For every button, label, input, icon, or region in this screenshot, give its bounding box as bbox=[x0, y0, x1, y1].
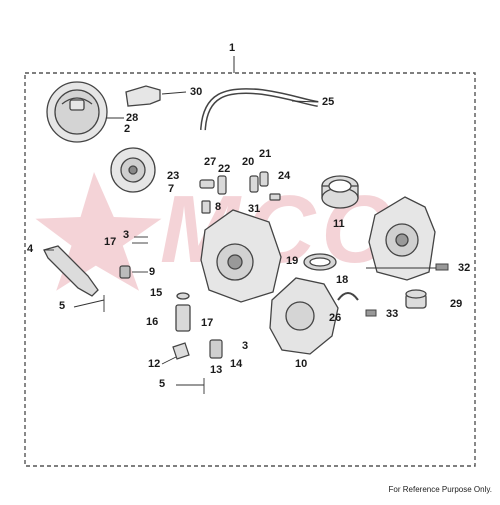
callout-c17a: 17 bbox=[104, 236, 117, 248]
callout-c13: 13 bbox=[210, 364, 223, 376]
part-28-cover bbox=[46, 81, 108, 143]
part-11-ring bbox=[321, 175, 359, 209]
callout-c9: 9 bbox=[149, 266, 156, 278]
callout-c5a: 5 bbox=[59, 300, 66, 312]
part-2-cap bbox=[110, 147, 156, 193]
callout-c32: 32 bbox=[458, 262, 471, 274]
part-13-valve bbox=[209, 339, 223, 359]
callout-c4: 4 bbox=[27, 243, 34, 255]
part-19-oring bbox=[303, 253, 337, 271]
callout-c3a: 3 bbox=[123, 229, 130, 241]
callout-c28: 28 bbox=[126, 112, 139, 124]
callout-c25: 25 bbox=[322, 96, 335, 108]
part-9-plug bbox=[119, 265, 131, 279]
part-29-elbow bbox=[405, 289, 427, 309]
part-small-fittings bbox=[199, 171, 281, 214]
part-33-screw bbox=[365, 309, 377, 317]
callout-c20: 20 bbox=[242, 156, 255, 168]
part-4-bracket bbox=[43, 245, 99, 297]
callout-c29: 29 bbox=[450, 298, 463, 310]
callout-c31: 31 bbox=[248, 203, 261, 215]
callout-c23: 23 bbox=[167, 170, 180, 182]
callout-c33: 33 bbox=[386, 308, 399, 320]
part-30-elbow bbox=[125, 85, 161, 107]
callout-c12: 12 bbox=[148, 358, 161, 370]
part-12-tab bbox=[172, 342, 190, 360]
part-26-clip bbox=[337, 292, 359, 301]
part-main-body bbox=[200, 209, 282, 303]
callout-c26: 26 bbox=[329, 312, 342, 324]
part-right-housing bbox=[368, 196, 436, 281]
callout-c30: 30 bbox=[190, 86, 203, 98]
callout-c3b: 3 bbox=[242, 340, 249, 352]
callout-c21: 21 bbox=[259, 148, 272, 160]
callout-c22: 22 bbox=[218, 163, 231, 175]
part-16-filter bbox=[175, 292, 191, 332]
footer-disclaimer: For Reference Purpose Only. bbox=[388, 485, 492, 494]
assembly-frame bbox=[24, 72, 476, 467]
callout-c2: 2 bbox=[124, 123, 131, 135]
callout-c19: 19 bbox=[286, 255, 299, 267]
callout-c17b: 17 bbox=[201, 317, 214, 329]
callout-c15: 15 bbox=[150, 287, 163, 299]
callout-c5b: 5 bbox=[159, 378, 166, 390]
part-10-plate bbox=[269, 277, 339, 355]
callout-assembly: 1 bbox=[229, 42, 236, 54]
part-32-screw bbox=[435, 263, 449, 271]
callout-c7: 7 bbox=[168, 183, 175, 195]
callout-c11: 11 bbox=[333, 218, 345, 230]
callout-c8: 8 bbox=[215, 201, 222, 213]
callout-c14: 14 bbox=[230, 358, 243, 370]
callout-c18: 18 bbox=[336, 274, 349, 286]
callout-c16: 16 bbox=[146, 316, 159, 328]
callout-c10: 10 bbox=[295, 358, 308, 370]
callout-c24: 24 bbox=[278, 170, 291, 182]
leader-lines bbox=[44, 91, 436, 394]
callout-c27: 27 bbox=[204, 156, 217, 168]
